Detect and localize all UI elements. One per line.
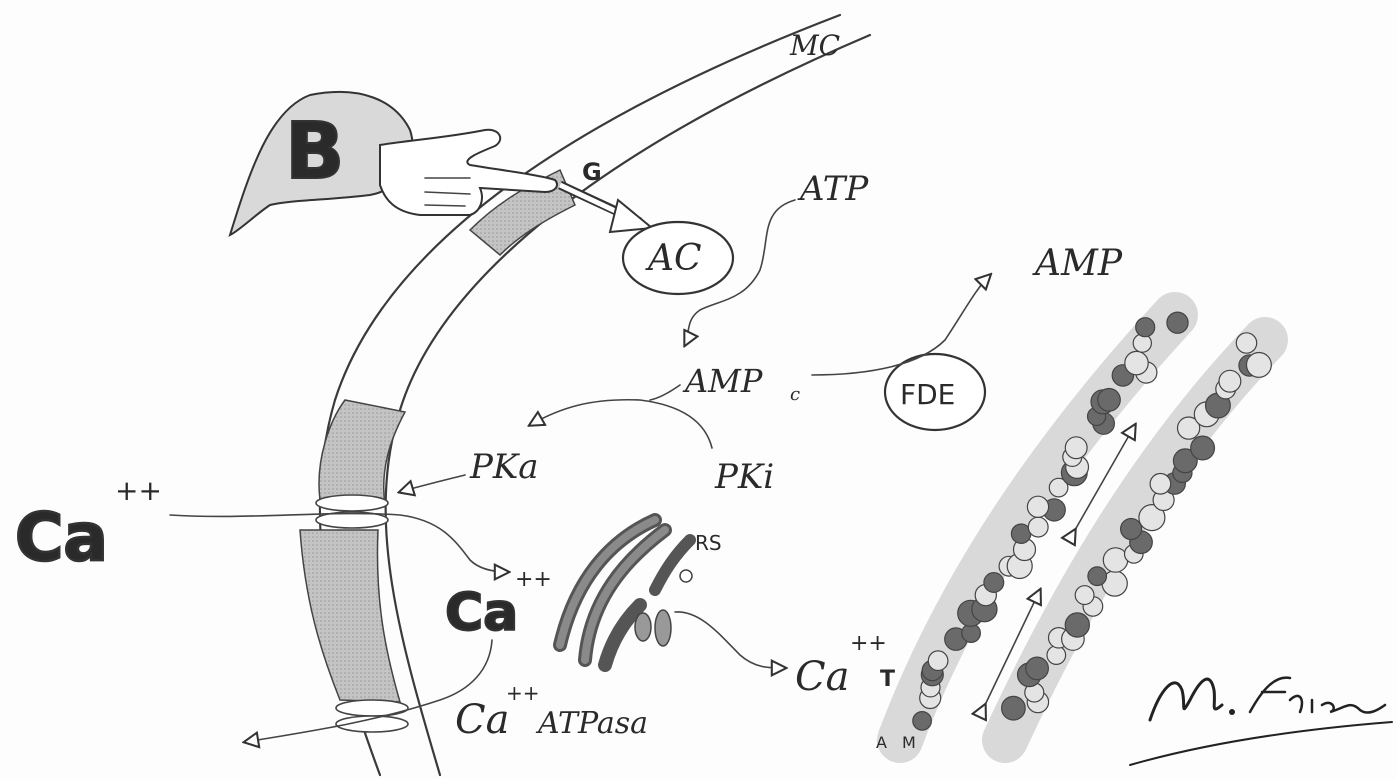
- filament-bead: [1191, 436, 1215, 460]
- filament-bead: [1026, 657, 1049, 680]
- label-ac: AC: [645, 238, 702, 279]
- filament-bead: [1075, 586, 1094, 605]
- label-ca-outside: Ca: [15, 499, 108, 576]
- filament-bead: [1150, 474, 1171, 495]
- filament-bead: [1103, 548, 1127, 572]
- filament-bead: [1047, 646, 1066, 665]
- label-actin-a: A: [876, 733, 887, 752]
- filament-bead: [1247, 353, 1272, 378]
- label-ca-atpasa: Ca: [455, 697, 509, 743]
- label-troponin-t: T: [880, 667, 895, 692]
- label-atp: ATP: [797, 169, 869, 209]
- filament-bead: [984, 573, 1004, 593]
- filament-bead: [928, 651, 948, 671]
- filament-bead: [1167, 312, 1188, 333]
- label-mc: MC: [789, 29, 840, 62]
- author-signature: [1130, 678, 1392, 765]
- filament-bead: [1027, 496, 1048, 517]
- label-ampc: AMP: [682, 362, 763, 400]
- filament-bead: [1065, 437, 1087, 459]
- filament-bead: [1219, 370, 1241, 392]
- label-pki: PKi: [714, 457, 774, 497]
- filament-bead: [1236, 333, 1256, 353]
- label-ca-outside-charge: ++: [115, 474, 162, 507]
- label-ca-troponin-charge: ++: [850, 631, 887, 656]
- label-fde: FDE: [900, 378, 955, 411]
- label-ca-atpasa-charge: ++: [506, 681, 540, 705]
- membrane-pore-lower: [300, 530, 400, 702]
- pki-to-pka-curve: [530, 400, 712, 448]
- filament-bead: [1121, 519, 1142, 540]
- filament-bead: [1065, 613, 1089, 637]
- label-atpasa: ATPasa: [535, 706, 648, 741]
- label-g: G: [582, 158, 602, 186]
- ampc-to-pki-line: [650, 385, 680, 400]
- label-myosin-m: M: [902, 733, 916, 752]
- sarcoplasmic-reticulum: [560, 520, 692, 665]
- label-ca-troponin: Ca: [795, 654, 849, 700]
- pka-to-membrane-arrow: [400, 475, 465, 492]
- channel-ring-1: [316, 495, 388, 511]
- filament-bead: [1125, 351, 1148, 374]
- label-rs: RS: [695, 531, 722, 555]
- channel-ring-3: [336, 700, 408, 716]
- filament-bead: [1002, 696, 1026, 720]
- label-b: B: [285, 107, 344, 197]
- sr-to-ca-t-curve: [675, 612, 785, 668]
- label-amp: AMP: [1032, 243, 1123, 284]
- label-ampc-sub: c: [790, 384, 800, 405]
- label-ca-inside: Ca: [445, 583, 518, 643]
- filament-bead: [1088, 567, 1107, 586]
- filament-bead: [1136, 318, 1155, 337]
- label-ca-inside-charge: ++: [515, 567, 552, 592]
- label-pka: PKa: [469, 447, 539, 487]
- filament-bead: [913, 712, 932, 731]
- filament-bead: [1028, 517, 1048, 537]
- filament-bead: [1098, 389, 1121, 412]
